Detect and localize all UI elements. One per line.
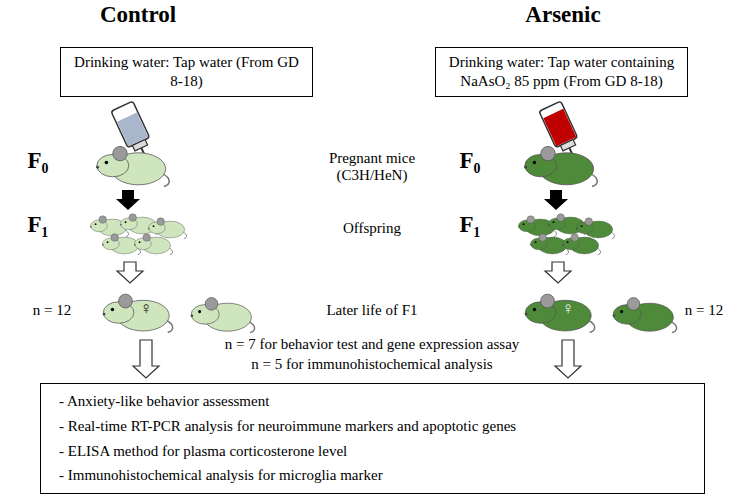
text-box: - Anxiety-like behavior assessment - Real…: [40, 383, 705, 494]
generation-label: F₀: [28, 148, 49, 174]
generation-label: F₁: [28, 212, 49, 238]
stage-label: Offspring: [343, 220, 401, 237]
generation-label: F₁: [460, 212, 481, 238]
sample-note: n = 7 for behavior test and gene express…: [225, 336, 520, 353]
generation-label: F₀: [460, 148, 481, 174]
group-title: Arsenic: [525, 2, 600, 28]
box-text: Drinking water: Tap water containing NaA…: [442, 53, 681, 91]
box-text: Drinking water: Tap water (From GD 8-18): [67, 53, 306, 91]
sample-note: n = 5 for immunohistochemical analysis: [251, 356, 492, 373]
box-text: - ELISA method for plasma corticosterone…: [59, 442, 686, 461]
text-box: Drinking water: Tap water (From GD 8-18): [60, 47, 313, 97]
box-text: - Real-time RT-PCR analysis for neuroimm…: [59, 417, 686, 436]
stage-label: Pregnant mice (C3H/HeN): [302, 150, 442, 185]
sample-size: n = 12: [33, 302, 71, 319]
text-box: Drinking water: Tap water containing NaA…: [435, 47, 688, 97]
sex-symbol: ♀: [140, 299, 153, 319]
sample-size: n = 12: [685, 302, 723, 319]
group-title: Control: [100, 2, 176, 28]
box-text: - Anxiety-like behavior assessment: [59, 392, 686, 411]
sex-symbol: ♀: [562, 299, 575, 319]
box-text: - Immunohistochemical analysis for micro…: [59, 466, 686, 485]
stage-label: Later life of F1: [326, 302, 417, 319]
